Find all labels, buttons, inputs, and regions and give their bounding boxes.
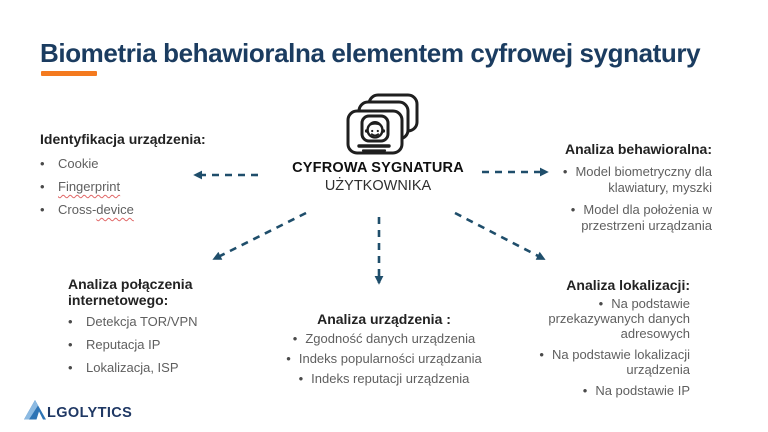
- list-item: Na podstawie przekazywanych danych adres…: [522, 296, 690, 341]
- list-item: Cookie: [40, 155, 240, 172]
- section-location-analysis: Analiza lokalizacji: Na podstawie przeka…: [522, 277, 690, 404]
- list-item: Cross-device: [40, 201, 240, 218]
- list-item: Lokalizacja, ISP: [68, 359, 238, 376]
- section-header: Analiza behawioralna:: [564, 141, 712, 157]
- section-device-analysis: Analiza urządzenia : Zgodność danych urz…: [264, 311, 504, 390]
- list-item: Na podstawie IP: [522, 383, 690, 398]
- algolytics-a-triangle-icon: [24, 400, 46, 420]
- list-item: Reputacja IP: [68, 336, 238, 353]
- center-hub-label: CYFROWA SYGNATURA UŻYTKOWNIKA: [283, 160, 473, 194]
- algolytics-logo: LGOLYTICS: [24, 400, 132, 420]
- section-header: Analiza lokalizacji:: [566, 277, 690, 293]
- arrow-to-location-analysis: [454, 211, 546, 261]
- list-item: Zgodność danych urządzenia: [264, 330, 504, 347]
- logo-wordmark: LGOLYTICS: [47, 405, 133, 421]
- section-connection-analysis: Analiza połączenia internetowego: Detekc…: [68, 276, 238, 382]
- list-item: Model biometryczny dla klawiatury, myszk…: [540, 164, 712, 195]
- section-header: Analiza urządzenia :: [317, 311, 451, 327]
- page-title: Biometria behawioralna elementem cyfrowe…: [40, 38, 701, 68]
- section-header: Analiza połączenia internetowego:: [68, 276, 193, 308]
- list-item: Fingerprint: [40, 178, 240, 195]
- hub-title-line2: UŻYTKOWNIKA: [324, 178, 432, 194]
- list-item: Detekcja TOR/VPN: [68, 313, 238, 330]
- list-item: Na podstawie lokalizacji urządzenia: [522, 347, 690, 377]
- section-header: Identyfikacja urządzenia:: [40, 131, 206, 147]
- list-item: Indeks reputacji urządzenia: [264, 370, 504, 387]
- section-device-identification: Identyfikacja urządzenia: Cookie Fingerp…: [40, 131, 240, 224]
- list-item: Indeks popularności urządzania: [264, 350, 504, 367]
- section-behavioral-analysis: Analiza behawioralna: Model biometryczny…: [540, 141, 712, 233]
- hub-title-line1: CYFROWA SYGNATURA: [292, 160, 464, 176]
- digital-signature-cards-icon: [344, 92, 422, 165]
- title-accent-bar: [41, 71, 97, 76]
- list-item: Model dla położenia w przestrzeni urządz…: [540, 202, 712, 233]
